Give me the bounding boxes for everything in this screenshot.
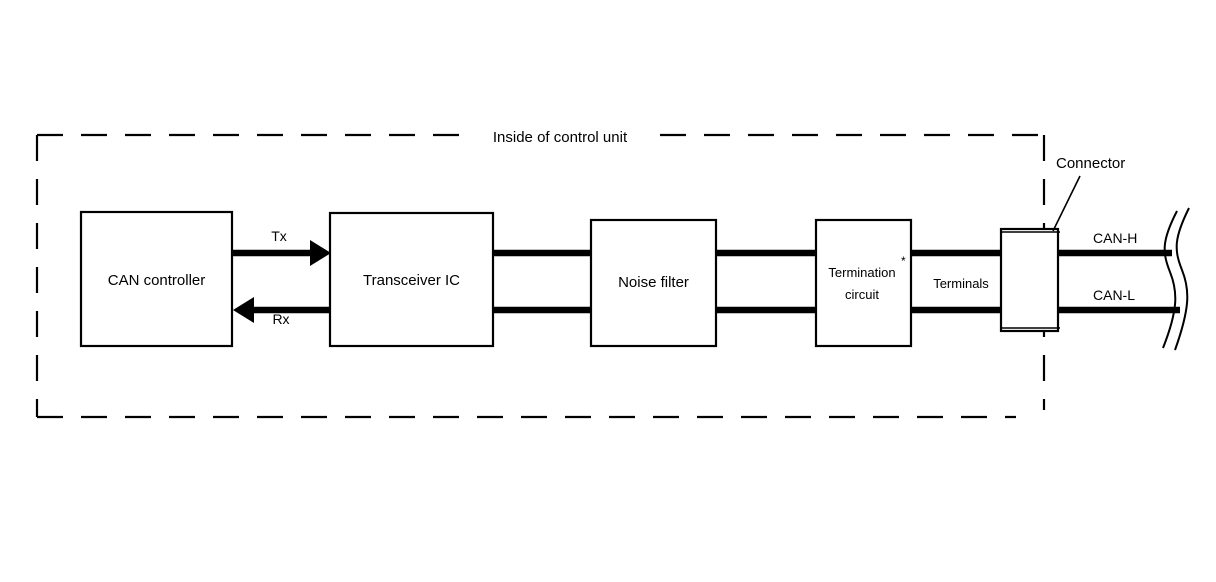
block-transceiver-ic[interactable]: Transceiver IC xyxy=(328,211,495,348)
tx-arrow-head xyxy=(310,240,331,266)
termination-circuit-box[interactable] xyxy=(814,218,913,348)
block-noise-filter[interactable]: Noise filter xyxy=(589,218,718,348)
connector-leader-line xyxy=(1052,175,1081,232)
block-can-controller[interactable]: CAN controller xyxy=(79,210,234,348)
bus-transceiver-to-noise-filter xyxy=(493,249,591,314)
can-high-label: CAN-H xyxy=(1093,230,1137,246)
tx-signal-arrow: Tx xyxy=(232,228,331,266)
connector-label: Connector xyxy=(1056,155,1125,172)
connector-housing[interactable]: Connector xyxy=(999,155,1125,333)
termination-footnote-mark: * xyxy=(901,254,906,268)
cable-break-line-2 xyxy=(1174,207,1190,351)
noise-filter-label: Noise filter xyxy=(618,274,689,291)
control-unit-boundary xyxy=(35,133,1052,419)
bus-noise-filter-to-termination xyxy=(716,249,816,314)
termination-circuit-label-line1: Termination xyxy=(828,265,895,280)
cable-break-symbol xyxy=(1162,207,1190,351)
noise-filter-box[interactable] xyxy=(589,218,718,348)
rx-arrow-head xyxy=(233,297,254,323)
control-unit-title: Inside of control unit xyxy=(493,129,628,146)
bus-termination-to-connector: Terminals xyxy=(911,249,1012,314)
transceiver-ic-label: Transceiver IC xyxy=(363,272,460,289)
cable-break-line-1 xyxy=(1162,210,1178,349)
transceiver-ic-box[interactable] xyxy=(328,211,495,348)
block-termination-circuit[interactable]: Termination * circuit xyxy=(814,218,913,348)
termination-circuit-label-line2: circuit xyxy=(845,287,879,302)
can-bus-wires: CAN-H CAN-L xyxy=(1058,230,1180,314)
rx-signal-arrow: Rx xyxy=(233,297,331,327)
rx-label: Rx xyxy=(272,311,289,327)
can-controller-label: CAN controller xyxy=(108,272,206,289)
can-controller-box[interactable] xyxy=(79,210,234,348)
tx-label: Tx xyxy=(271,228,287,244)
terminals-label: Terminals xyxy=(933,276,989,291)
can-low-label: CAN-L xyxy=(1093,287,1135,303)
connector-box[interactable] xyxy=(999,227,1060,333)
